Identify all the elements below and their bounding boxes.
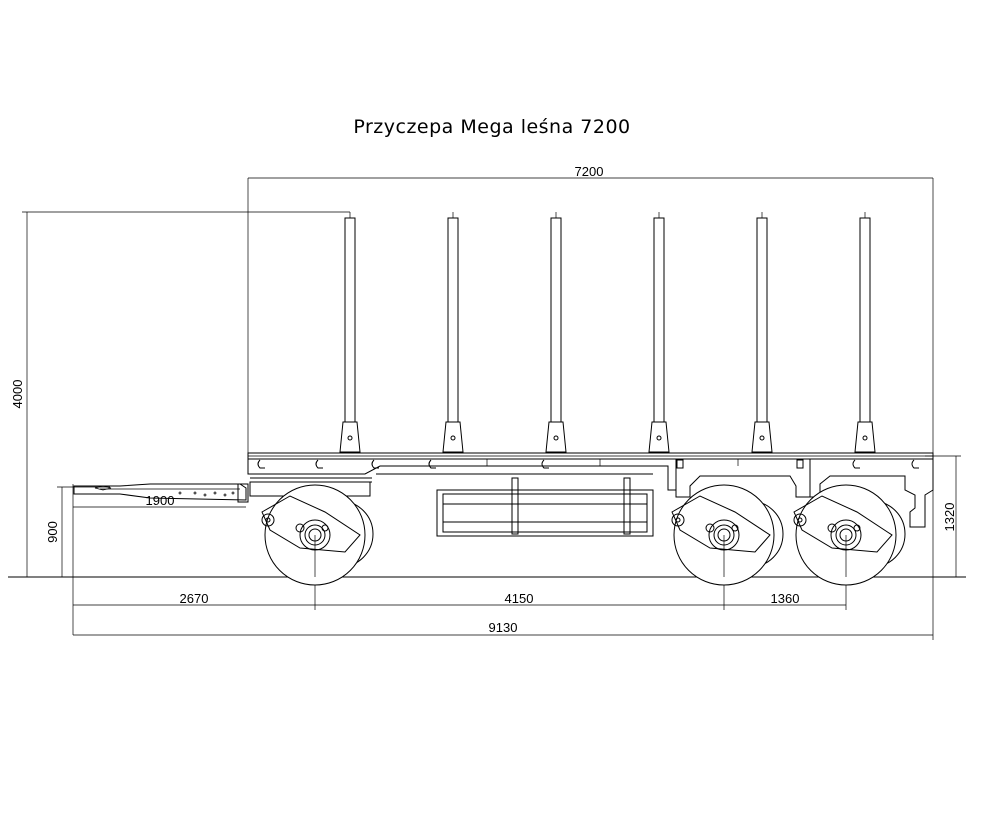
dim-label-2670: 2670: [180, 591, 209, 606]
toolbox-frame: [436, 477, 654, 537]
front-axle: [261, 484, 374, 586]
rear-axle-1: [671, 484, 784, 586]
dim-label-900: 900: [45, 521, 60, 543]
drawing-title: Przyczepa Mega leśna 7200: [353, 116, 631, 138]
stake-1: [339, 212, 361, 453]
stakes: [339, 212, 876, 453]
dimension-drawbar-height: 900: [45, 486, 110, 577]
stake-2: [442, 212, 464, 453]
dim-label-1900: 1900: [146, 493, 175, 508]
dim-label-4000: 4000: [10, 380, 25, 409]
dimension-drawbar-length: 1900: [72, 484, 246, 635]
dimension-body-length: 7200: [247, 164, 934, 460]
rear-axle-2: [793, 484, 906, 586]
dim-label-9130: 9130: [489, 620, 518, 635]
stake-5: [751, 212, 773, 453]
stake-3: [545, 212, 567, 453]
stake-4: [648, 212, 670, 453]
dim-label-7200: 7200: [575, 164, 604, 179]
dimension-total-height: 4000: [10, 211, 350, 577]
dim-label-1320: 1320: [942, 503, 957, 532]
drawbar: [73, 483, 249, 503]
stake-6: [854, 212, 876, 453]
dimension-frame-height: 1320: [925, 455, 961, 577]
dim-label-1360: 1360: [771, 591, 800, 606]
dim-label-4150: 4150: [505, 591, 534, 606]
frame: [247, 452, 934, 528]
